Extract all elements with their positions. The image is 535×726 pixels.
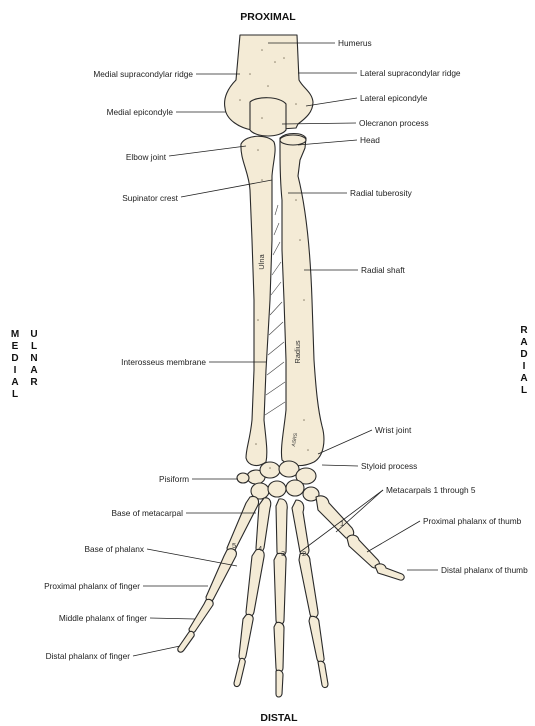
svg-text:L: L [12,389,18,400]
label-lateral-epicondyle: Lateral epicondyle [360,93,428,103]
svg-text:A: A [520,337,527,348]
svg-text:A: A [11,377,18,388]
label-styloid-process: Styloid process [361,461,417,471]
svg-text:I: I [14,365,17,376]
ulnar-side-label: U L N A R [30,329,38,388]
radial-side-label: R A D I A L [520,325,528,396]
label-proximal-phalanx-of-finger: Proximal phalanx of finger [44,581,140,591]
metacarpal-number-labels: 1 2 3 4 5 [232,519,344,558]
svg-text:R: R [520,325,528,336]
svg-text:M: M [11,329,19,340]
radial-head-bone [280,135,306,145]
ulna-bone [241,136,275,465]
svg-text:L: L [521,385,527,396]
radius-bone [280,134,324,466]
label-medial-epicondyle: Medial epicondyle [107,107,174,117]
label-base-of-metacarpal: Base of metacarpal [112,508,184,518]
svg-text:N: N [30,353,37,364]
svg-text:I: I [523,361,526,372]
label-radial-tuberosity: Radial tuberosity [350,188,413,198]
label-proximal-phalanx-of-thumb: Proximal phalanx of thumb [423,516,522,526]
svg-text:U: U [30,329,37,340]
label-elbow-joint: Elbow joint [126,152,167,162]
label-distal-phalanx-of-thumb: Distal phalanx of thumb [441,565,528,575]
svg-text:3: 3 [281,549,285,558]
olecranon-process-bone [250,98,286,136]
svg-text:5: 5 [232,541,236,550]
ulna-name: Ulna [257,253,266,269]
svg-text:R: R [30,377,38,388]
svg-text:E: E [12,341,19,352]
label-lateral-supracondylar-ridge: Lateral supracondylar ridge [360,68,461,78]
label-base-of-phalanx: Base of phalanx [84,544,144,554]
svg-text:D: D [520,349,527,360]
label-interosseus-membrane: Interosseus membrane [121,357,206,367]
svg-text:D: D [11,353,18,364]
proximal-heading: PROXIMAL [240,11,296,23]
label-metacarpals-1-through-5: Metacarpals 1 through 5 [386,485,476,495]
label-wrist-joint: Wrist joint [375,425,412,435]
svg-text:4: 4 [258,544,262,553]
label-distal-phalanx-of-finger: Distal phalanx of finger [46,651,131,661]
label-supinator-crest: Supinator crest [122,193,178,203]
phalanges-bones [178,535,404,697]
label-head: Head [360,135,380,145]
label-middle-phalanx-of-finger: Middle phalanx of finger [59,613,147,623]
carpal-bones [247,461,319,501]
label-medial-supracondylar-ridge: Medial supracondylar ridge [93,69,193,79]
label-humerus: Humerus [338,38,372,48]
label-olecranon-process: Olecranon process [359,118,429,128]
pisiform-bone [237,473,249,483]
svg-text:A: A [30,365,37,376]
label-pisiform: Pisiform [159,474,189,484]
label-radial-shaft: Radial shaft [361,265,406,275]
svg-text:L: L [31,341,37,352]
radius-name: Radius [293,340,302,364]
medial-side-label: M E D I A L [11,329,19,400]
svg-text:A: A [520,373,527,384]
distal-heading: DISTAL [260,712,298,724]
